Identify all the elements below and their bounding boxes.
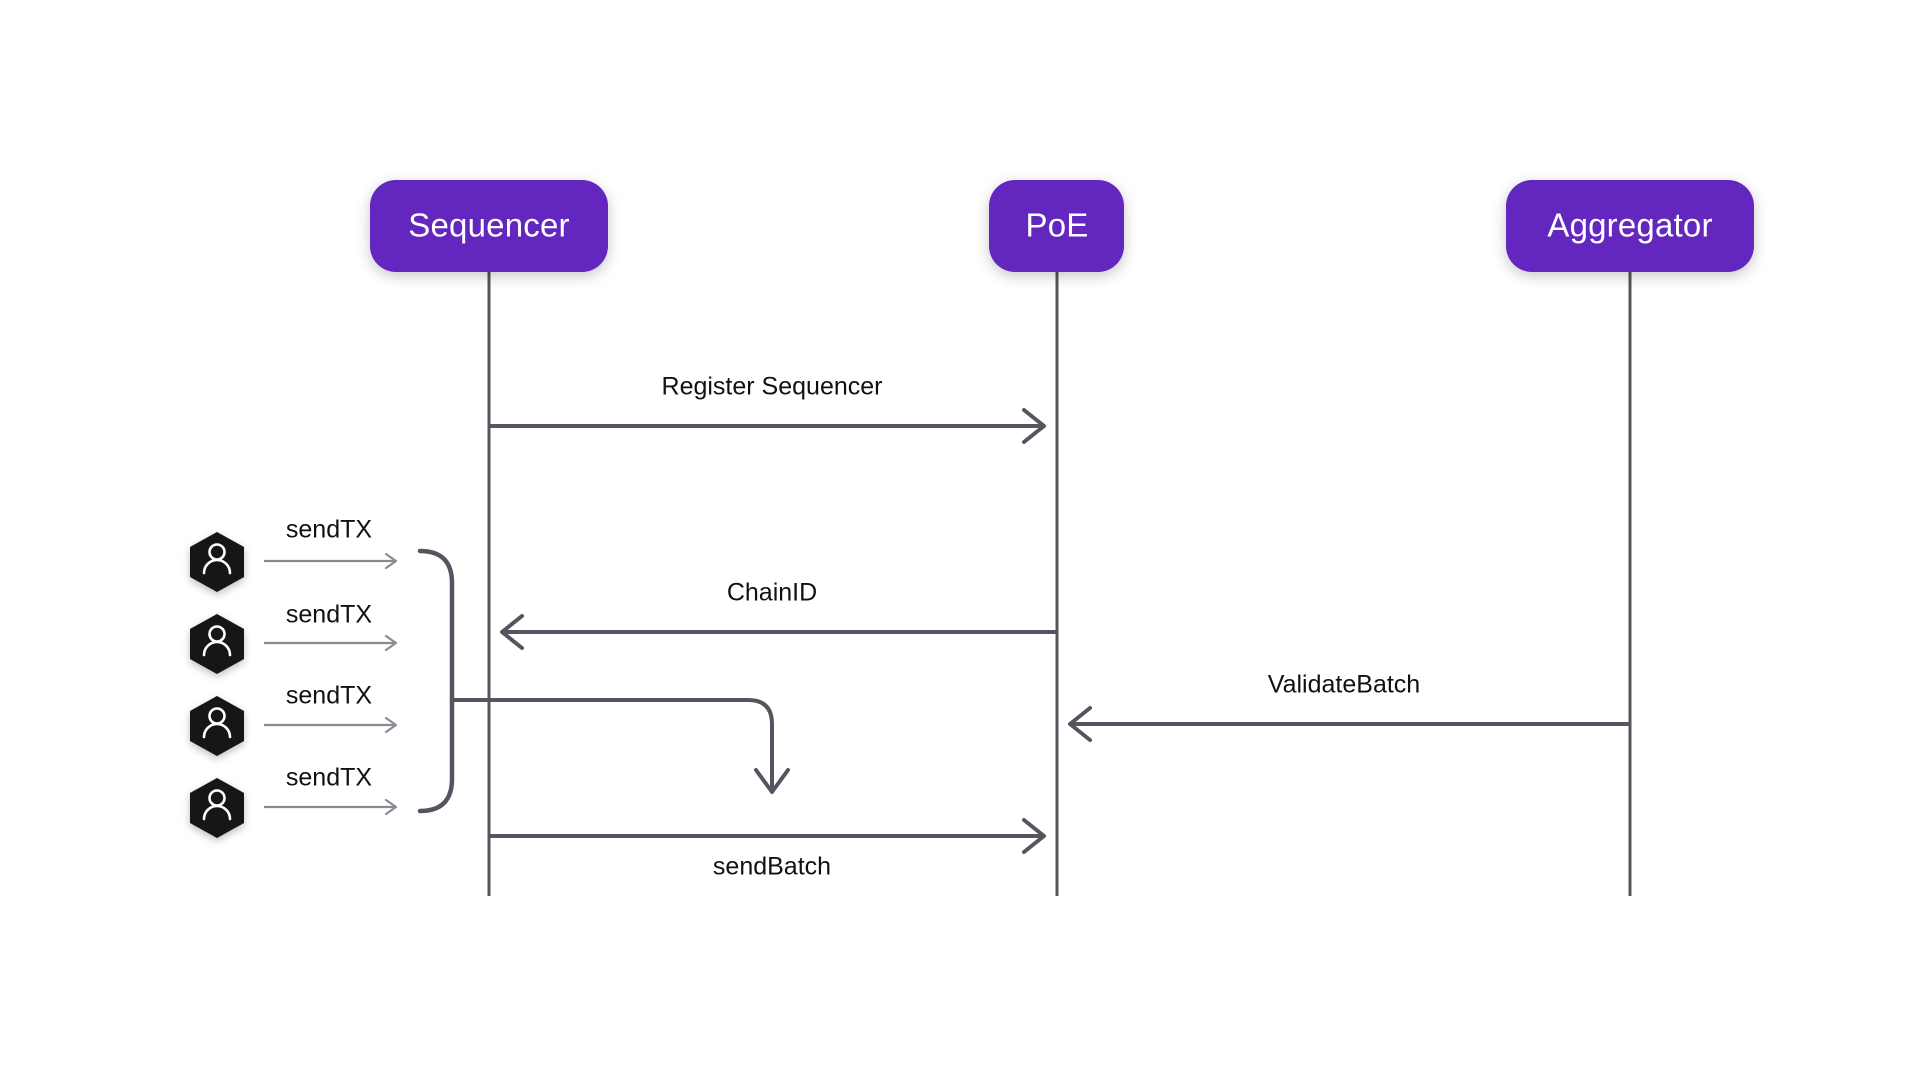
transactions-brace	[417, 548, 455, 814]
participant-label-poe: PoE	[1026, 207, 1089, 244]
user-hexagon-icon[interactable]	[190, 696, 244, 756]
actor-message-label-1: sendTX	[286, 516, 372, 544]
message-label-register-sequencer: Register Sequencer	[662, 373, 883, 401]
participant-label-aggregator: Aggregator	[1547, 207, 1712, 244]
participant-box-poe[interactable]	[989, 180, 1124, 272]
user-hexagon-icon[interactable]	[190, 778, 244, 838]
actor-3[interactable]: sendTX	[190, 682, 398, 756]
arrowhead-right-actor-4	[384, 798, 398, 816]
user-hexagon-icon[interactable]	[190, 614, 244, 674]
arrowhead-right-actor-3	[384, 716, 398, 734]
arrowhead-left-chainid	[500, 614, 524, 650]
message-validatebatch: ValidateBatch	[1068, 671, 1630, 742]
participant-label-sequencer: Sequencer	[408, 207, 569, 244]
user-body-icon	[202, 804, 232, 821]
message-label-validatebatch: ValidateBatch	[1268, 671, 1420, 699]
actor-message-label-3: sendTX	[286, 682, 372, 710]
actor-message-label-4: sendTX	[286, 764, 372, 792]
arrowhead-right-actor-2	[384, 634, 398, 652]
arrowhead-right-actor-1	[384, 552, 398, 570]
participant-box-aggregator[interactable]	[1506, 180, 1754, 272]
actor-message-label-2: sendTX	[286, 601, 372, 629]
actor-4[interactable]: sendTX	[190, 764, 398, 838]
participant-poe[interactable]: PoE	[989, 180, 1124, 272]
message-arrow-batch-self	[452, 698, 774, 790]
participant-box-sequencer[interactable]	[370, 180, 608, 272]
user-hexagon-icon[interactable]	[190, 532, 244, 592]
actor-1[interactable]: sendTX	[190, 516, 398, 592]
message-label-chainid: ChainID	[727, 579, 817, 607]
lifelines	[487, 232, 1632, 896]
arrowhead-right-register-sequencer	[1022, 408, 1046, 444]
arrowhead-down-batch-self	[754, 768, 790, 794]
message-batch-self	[452, 698, 790, 794]
participant-aggregator[interactable]: Aggregator	[1506, 180, 1754, 272]
participant-sequencer[interactable]: Sequencer	[370, 180, 608, 272]
user-body-icon	[202, 722, 232, 739]
user-body-icon	[202, 558, 232, 575]
user-body-icon	[202, 640, 232, 657]
message-register-sequencer: Register Sequencer	[489, 373, 1046, 444]
brace-path	[417, 548, 455, 814]
actor-2[interactable]: sendTX	[190, 601, 398, 674]
message-sendbatch: sendBatch	[489, 818, 1046, 881]
message-label-sendbatch: sendBatch	[713, 853, 831, 881]
message-chainid: ChainID	[500, 579, 1057, 650]
arrowhead-right-sendbatch	[1022, 818, 1046, 854]
arrowhead-left-validatebatch	[1068, 706, 1092, 742]
